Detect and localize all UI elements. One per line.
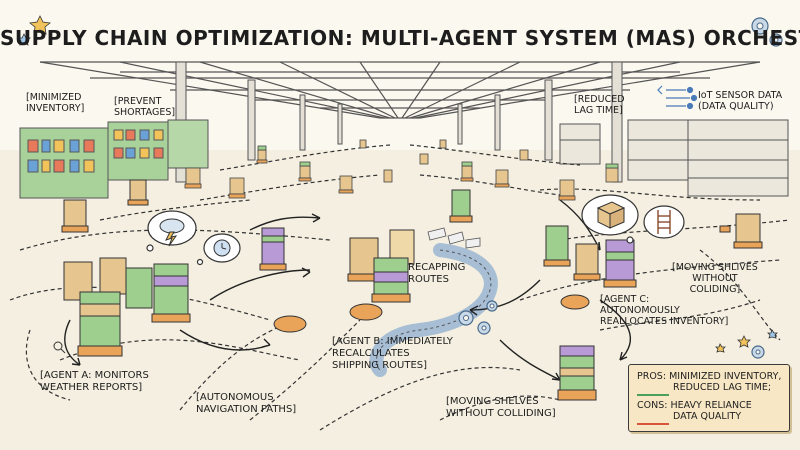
agent-a-robots — [63, 257, 191, 357]
label-minimized-inventory: [MINIMIZED INVENTORY] — [26, 92, 85, 114]
star-icons — [17, 15, 778, 353]
central-robots — [273, 229, 590, 333]
label-agent-a: [AGENT A: MONITORS WEATHER REPORTS] — [40, 370, 149, 393]
label-iot-sensor-data: IoT SENSOR DATA (DATA QUALITY) — [698, 90, 783, 112]
robots-mid — [61, 179, 763, 288]
left-shelving — [19, 119, 209, 199]
flow-arrows — [64, 199, 631, 381]
pros-text-2: REDUCED LAG TIME; — [673, 382, 772, 393]
box-icon — [596, 201, 626, 229]
robot-left-1 — [61, 199, 89, 233]
label-agent-c: [AGENT C: AUTONOMOUSLY REALLOCATES INVEN… — [600, 294, 729, 327]
distant-robots — [184, 139, 619, 201]
iot-sensor-icon — [657, 85, 698, 110]
cons-row-2: DATA QUALITY — [673, 411, 741, 422]
label-recapping-routes: RECAPPING ROUTES — [408, 262, 466, 285]
robot-mid-2 — [449, 189, 473, 223]
pros-cons-panel: PROS: MINIMIZED INVENTORY, REDUCED LAG T… — [628, 364, 790, 432]
cons-row: CONS: HEAVY RELIANCE — [637, 400, 752, 411]
label-autonomous-navigation: [AUTONOMOUS NAVIGATION PATHS] — [196, 392, 297, 415]
cons-label: CONS: — [637, 400, 668, 411]
label-moving-shlives: [MOVING SHLIVES WITHOUT COLIDING] — [672, 262, 758, 295]
agent-bottom-robot — [557, 345, 597, 401]
right-shelving — [559, 119, 789, 197]
label-agent-b: [AGENT B: IMMEDIATELY RECALCULATES SHIPP… — [332, 336, 453, 371]
magnifier-icon — [53, 341, 66, 354]
ladder-icon — [657, 210, 671, 234]
robot-far-right — [733, 213, 763, 249]
label-prevent-shortages: [PREVENT SHORTAGES] — [114, 96, 176, 118]
cloud-storm-icon — [159, 218, 185, 247]
robot-right-2 — [573, 243, 601, 281]
robot-far-right-2 — [719, 225, 731, 233]
label-reduced-lag-time: [REDUCED LAG TIME] — [574, 94, 625, 116]
route-sheets — [427, 227, 481, 249]
robot-mid-1 — [259, 227, 287, 271]
robot-right-3 — [603, 239, 637, 288]
cons-underline — [637, 423, 669, 425]
robot-right-1 — [543, 225, 571, 267]
pros-label: PROS: — [637, 371, 667, 382]
pros-underline — [637, 394, 669, 396]
page-title: SUPPLY CHAIN OPTIMIZATION: MULTI-AGENT S… — [0, 26, 800, 50]
clock-icon — [213, 239, 231, 257]
pros-row-2: REDUCED LAG TIME; — [673, 382, 771, 393]
label-moving-shelves: [MOVING SHELVES WITHOUT COLLIDING] — [446, 396, 556, 419]
cons-text-1: HEAVY RELIANCE — [670, 400, 752, 411]
robot-left-2 — [127, 179, 149, 206]
pros-row: PROS: MINIMIZED INVENTORY, — [637, 371, 781, 382]
cons-text-2: DATA QUALITY — [673, 411, 742, 422]
pros-text-1: MINIMIZED INVENTORY, — [669, 371, 782, 382]
